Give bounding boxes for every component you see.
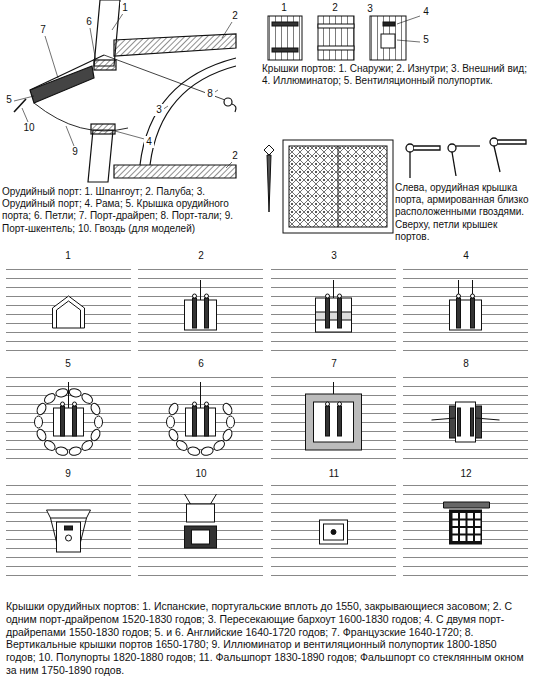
panel-number: 8 [461, 358, 471, 370]
panel-number: 1 [63, 250, 73, 262]
panel-number: 7 [329, 358, 339, 370]
callout-number: 1 [279, 2, 289, 14]
panel-number: 11 [327, 468, 341, 480]
panel-number: 4 [461, 250, 471, 262]
callout-number: 8 [205, 88, 215, 100]
panel-number: 2 [196, 250, 206, 262]
callout-number: 7 [38, 24, 48, 36]
callout-number: 9 [70, 146, 80, 158]
figure-note: Слева, орудийная крышка порта, армирован… [395, 182, 531, 243]
panel-number: 10 [193, 468, 208, 480]
callout-number: 2 [330, 2, 340, 14]
panel-number: 5 [63, 358, 73, 370]
callout-number: 3 [154, 104, 164, 116]
figure-caption: Крышки портов: 1. Снаружи; 2. Изнутри; 3… [262, 63, 530, 87]
callout-number: 6 [84, 16, 94, 28]
figure-caption: Орудийный порт: 1. Шпангоут; 2. Палуба; … [2, 186, 260, 235]
callout-number: 4 [421, 6, 431, 18]
figure-caption: Крышки орудийных портов: 1. Испанские, п… [6, 600, 528, 677]
callout-number: 1 [120, 2, 130, 14]
callout-number: 2 [230, 10, 240, 22]
callout-number: 2 [230, 150, 240, 162]
callout-number: 10 [21, 122, 36, 134]
panel-number: 3 [329, 250, 339, 262]
panel-number: 12 [458, 468, 473, 480]
panel-number: 6 [196, 358, 206, 370]
panel-number: 9 [63, 468, 73, 480]
callout-number: 5 [421, 34, 431, 46]
callout-number: 3 [365, 3, 375, 15]
callout-number: 4 [144, 136, 154, 148]
callout-number: 5 [4, 94, 14, 106]
